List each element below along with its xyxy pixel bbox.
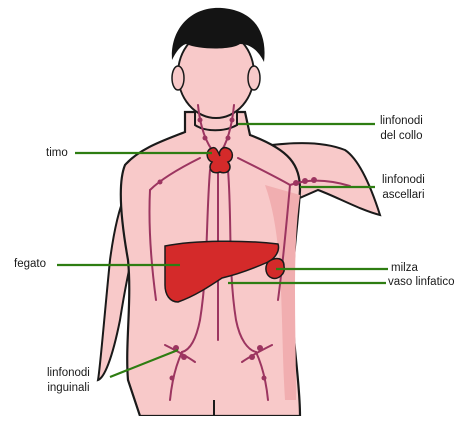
label-timo: timo <box>46 146 68 161</box>
label-linfonodi-ascellari-line1: linfonodi <box>382 173 425 188</box>
node <box>249 354 255 360</box>
node <box>262 376 267 381</box>
label-linfonodi-ascellari-line2: ascellari <box>382 188 425 203</box>
label-linfonodi-collo-line2: del collo <box>380 129 423 144</box>
node <box>311 177 317 183</box>
label-linfonodi-inguinali-line1: linfonodi <box>47 366 90 381</box>
node <box>198 118 203 123</box>
right-ear <box>248 66 260 90</box>
label-linfonodi-collo: linfonodi del collo <box>380 114 423 144</box>
node <box>158 180 163 185</box>
node <box>170 376 175 381</box>
node <box>226 136 231 141</box>
label-fegato: fegato <box>14 257 46 272</box>
label-vaso-linfatico: vaso linfatico <box>388 275 454 290</box>
thymus <box>207 148 232 173</box>
node <box>257 345 263 351</box>
left-ear <box>172 66 184 90</box>
label-linfonodi-inguinali: linfonodi inguinali <box>47 366 90 396</box>
node <box>302 178 308 184</box>
node <box>293 180 299 186</box>
node <box>230 118 235 123</box>
label-linfonodi-collo-line1: linfonodi <box>380 114 423 129</box>
node <box>181 354 187 360</box>
node <box>203 136 208 141</box>
label-milza: milza <box>391 261 418 276</box>
label-linfonodi-ascellari: linfonodi ascellari <box>382 173 425 203</box>
label-linfonodi-inguinali-line2: inguinali <box>47 381 90 396</box>
